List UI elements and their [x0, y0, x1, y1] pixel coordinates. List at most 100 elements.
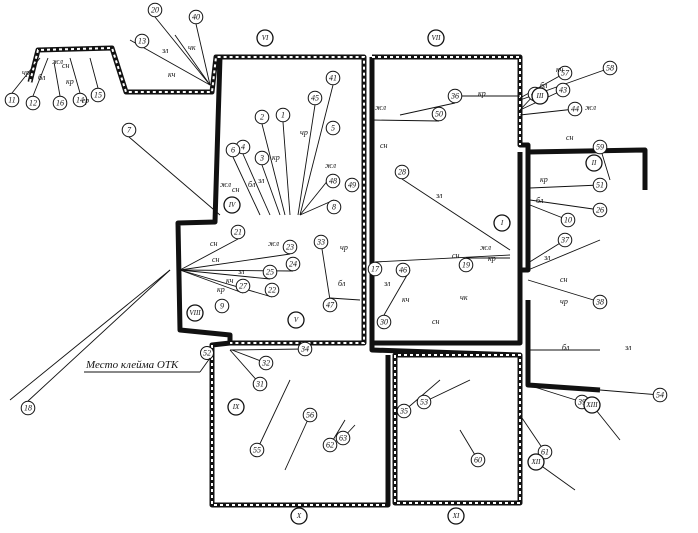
- terminal-number: 60: [474, 456, 482, 465]
- terminal-circle: 7: [121, 122, 137, 138]
- terminal-circle: 44: [567, 101, 583, 117]
- wire-color-label: жл: [268, 239, 279, 248]
- section-marker: XIII: [583, 396, 601, 414]
- wire-line: [53, 61, 61, 97]
- wire-color-label: кр: [272, 153, 280, 162]
- terminal-number: 41: [329, 74, 337, 83]
- terminal-circle: 6: [225, 142, 241, 158]
- terminal-circle: 36: [447, 88, 463, 104]
- terminal-number: 11: [8, 96, 15, 105]
- terminal-number: 54: [656, 391, 664, 400]
- section-label: VII: [432, 34, 442, 42]
- wire-color-label: сн: [452, 251, 460, 260]
- wire-color-label: сн: [212, 255, 220, 264]
- terminal-circle: 21: [230, 224, 246, 240]
- wire-line: [527, 239, 601, 271]
- wire-color-label: чр: [560, 297, 568, 306]
- wire-line: [261, 164, 281, 216]
- wire-line: [329, 297, 361, 301]
- terminal-circle: 14: [72, 92, 88, 108]
- terminal-number: 10: [564, 216, 572, 225]
- terminal-circle: 16: [52, 95, 68, 111]
- wire-line: [529, 199, 601, 211]
- terminal-circle: 48: [325, 173, 341, 189]
- terminal-circle: 50: [431, 106, 447, 122]
- terminal-circle: 25: [262, 264, 278, 280]
- wire-color-label: зл: [543, 253, 551, 262]
- terminal-number: 50: [435, 110, 443, 119]
- terminal-number: 13: [138, 37, 146, 46]
- wire-color-label: гр: [82, 96, 89, 105]
- terminal-circle: 10: [560, 212, 576, 228]
- terminal-circle: 43: [555, 82, 571, 98]
- terminal-circle: 49: [344, 177, 360, 193]
- terminal-number: 15: [94, 91, 102, 100]
- terminal-number: 21: [234, 228, 242, 237]
- wire-color-label: кр: [488, 254, 496, 263]
- terminal-circle: 62: [322, 437, 338, 453]
- wire-line: [519, 414, 546, 453]
- terminal-circle: 60: [470, 452, 486, 468]
- terminal-circle: 3: [254, 150, 270, 166]
- section-marker: I: [493, 214, 511, 232]
- wire-color-label: кр: [478, 89, 486, 98]
- terminal-number: 47: [326, 301, 335, 310]
- terminal-circle: 34: [297, 341, 313, 357]
- wire-color-label: зл: [237, 267, 245, 276]
- terminal-number: 18: [24, 404, 32, 413]
- wire-color-label: зл: [161, 46, 169, 55]
- section-marker: XII: [527, 453, 545, 471]
- section-marker: VI: [256, 29, 274, 47]
- terminal-number: 2: [260, 113, 264, 122]
- terminal-number: 30: [379, 318, 388, 327]
- wire-color-label: чк: [460, 293, 468, 302]
- terminal-circle: 23: [282, 239, 298, 255]
- section-marker: II: [585, 154, 603, 172]
- wire-color-label: зл: [257, 176, 265, 185]
- wire-color-label: бл: [38, 73, 46, 82]
- terminal-circle: 51: [592, 177, 608, 193]
- terminal-number: 53: [420, 398, 428, 407]
- section-label: XI: [452, 512, 460, 520]
- wire-line: [27, 269, 171, 402]
- wire-color-label: жл: [220, 180, 231, 189]
- terminal-number: 24: [289, 260, 297, 269]
- wire-line: [179, 269, 273, 298]
- section-label: III: [536, 92, 545, 100]
- terminal-number: 31: [255, 380, 264, 389]
- terminal-number: 32: [261, 359, 270, 368]
- wire-color-label: чр: [340, 243, 348, 252]
- terminal-circle: 40: [188, 9, 204, 25]
- terminal-number: 57: [561, 69, 570, 78]
- terminal-circle: 27: [235, 278, 251, 294]
- wire-line: [374, 254, 511, 263]
- wire-color-label: кч: [168, 70, 176, 79]
- wire-color-label: жл: [325, 161, 336, 170]
- section-label: XIII: [585, 401, 598, 409]
- terminal-number: 55: [253, 446, 261, 455]
- wire-line: [519, 108, 576, 116]
- wire-color-label: чк: [188, 43, 196, 52]
- wire-line: [179, 253, 291, 271]
- terminal-number: 28: [398, 168, 406, 177]
- wire-color-label: бл: [536, 196, 544, 205]
- terminal-number: 44: [571, 105, 579, 114]
- terminal-number: 12: [29, 99, 37, 108]
- caption-text: Место клейма ОТК: [85, 359, 179, 371]
- terminal-circle: 20: [147, 2, 163, 18]
- terminal-circle: 30: [376, 314, 392, 330]
- wire-line: [89, 57, 99, 89]
- terminal-circle: 18: [20, 400, 36, 416]
- wire-color-label: зл: [624, 343, 632, 352]
- wire-line: [69, 57, 81, 94]
- terminal-number: 51: [596, 181, 604, 190]
- terminal-circle: 19: [458, 257, 474, 273]
- wire-line: [371, 119, 440, 122]
- terminal-number: 9: [220, 302, 224, 311]
- terminal-number: 45: [311, 94, 319, 103]
- terminal-circle: 63: [335, 430, 351, 446]
- terminal-number: 49: [348, 181, 356, 190]
- wire-line: [321, 248, 331, 301]
